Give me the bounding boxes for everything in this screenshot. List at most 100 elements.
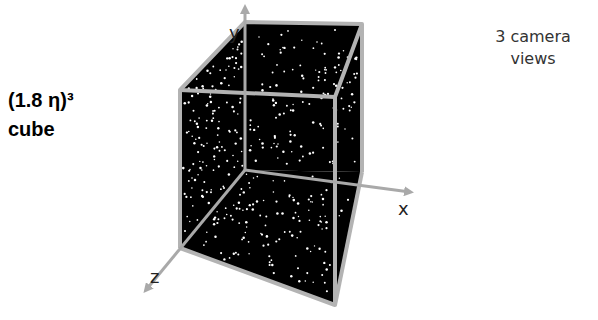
- particle-dot: [313, 47, 315, 49]
- particle-dot: [261, 83, 263, 85]
- particle-dot: [325, 227, 327, 229]
- particle-dot: [354, 77, 356, 79]
- particle-dot: [346, 82, 347, 83]
- particle-dot: [206, 143, 207, 144]
- particle-dot: [298, 280, 300, 282]
- particle-dot: [340, 70, 342, 72]
- particle-dot: [321, 43, 323, 45]
- particle-dot: [250, 145, 252, 147]
- particle-dot: [201, 195, 204, 198]
- particle-dot: [224, 149, 226, 151]
- particle-dot: [273, 143, 275, 145]
- axis-label: x: [398, 200, 409, 218]
- particle-dot: [232, 219, 234, 221]
- particle-dot: [203, 145, 205, 147]
- particle-dot: [289, 131, 291, 133]
- particle-dot: [229, 131, 231, 133]
- particle-dot: [191, 95, 193, 97]
- particle-dot: [261, 89, 264, 92]
- particle-dot: [240, 188, 242, 190]
- particle-dot: [347, 199, 349, 201]
- particle-dot: [232, 155, 234, 157]
- particle-dot: [323, 92, 325, 94]
- particle-dot: [225, 69, 226, 70]
- particle-dot: [213, 218, 216, 221]
- particle-dot: [337, 56, 340, 59]
- particle-dot: [322, 147, 324, 149]
- particle-dot: [238, 68, 240, 70]
- particle-dot: [284, 231, 286, 233]
- particle-dot: [258, 36, 260, 38]
- particle-dot: [252, 203, 254, 205]
- particle-dot: [263, 55, 265, 57]
- particle-dot: [277, 143, 279, 145]
- particle-dot: [226, 102, 228, 104]
- particle-dot: [249, 149, 252, 152]
- particle-dot: [344, 128, 345, 129]
- particle-dot: [253, 177, 254, 178]
- particle-dot: [233, 67, 235, 69]
- particle-dot: [211, 120, 213, 122]
- note-label: 3 camera views: [478, 26, 588, 69]
- particle-dot: [340, 209, 343, 212]
- particle-dot: [219, 150, 221, 152]
- particle-dot: [191, 177, 193, 179]
- particle-dots: [182, 29, 358, 292]
- particle-dot: [202, 161, 204, 163]
- particle-dot: [305, 280, 307, 282]
- particle-dot: [353, 73, 355, 75]
- particle-dot: [216, 211, 218, 213]
- particle-dot: [273, 191, 275, 193]
- particle-dot: [312, 201, 313, 202]
- particle-dot: [249, 119, 251, 121]
- particle-dot: [206, 231, 208, 233]
- particle-dot: [203, 181, 205, 183]
- particle-dot: [324, 251, 326, 253]
- particle-dot: [333, 83, 335, 85]
- particle-dot: [288, 194, 290, 196]
- particle-dot: [322, 198, 325, 201]
- particle-dot: [291, 234, 294, 237]
- particle-dot: [339, 215, 340, 216]
- particle-dot: [243, 191, 245, 193]
- particle-dot: [248, 253, 249, 254]
- particle-dot: [325, 189, 327, 191]
- particle-dot: [308, 103, 310, 105]
- particle-dot: [237, 113, 238, 114]
- particle-dot: [249, 187, 251, 189]
- particle-dot: [315, 69, 316, 70]
- particle-dot: [206, 104, 209, 107]
- particle-dot: [193, 142, 195, 144]
- particle-dot: [240, 40, 243, 43]
- particle-dot: [228, 84, 230, 86]
- particle-dot: [312, 152, 314, 154]
- particle-dot: [237, 160, 239, 162]
- particle-dot: [278, 238, 280, 240]
- particle-dot: [265, 216, 267, 218]
- particle-dot: [321, 194, 323, 196]
- particle-dot: [289, 140, 291, 142]
- particle-dot: [294, 134, 296, 136]
- particle-dot: [196, 123, 198, 125]
- particle-dot: [253, 129, 255, 131]
- particle-dot: [191, 135, 193, 137]
- particle-dot: [325, 221, 328, 224]
- particle-dot: [318, 248, 320, 250]
- particle-dot: [219, 69, 221, 71]
- particle-dot: [235, 62, 237, 64]
- particle-dot: [212, 113, 214, 115]
- particle-dot: [309, 219, 311, 221]
- particle-dot: [297, 202, 300, 205]
- particle-dot: [334, 66, 336, 68]
- particle-dot: [308, 210, 310, 212]
- particle-dot: [292, 69, 294, 71]
- particle-dot: [209, 95, 212, 98]
- particle-dot: [323, 262, 325, 264]
- particle-dot: [239, 194, 241, 196]
- particle-dot: [241, 165, 243, 167]
- particle-dot: [188, 101, 190, 103]
- particle-dot: [205, 127, 207, 129]
- particle-dot: [221, 146, 223, 148]
- particle-dot: [259, 215, 261, 217]
